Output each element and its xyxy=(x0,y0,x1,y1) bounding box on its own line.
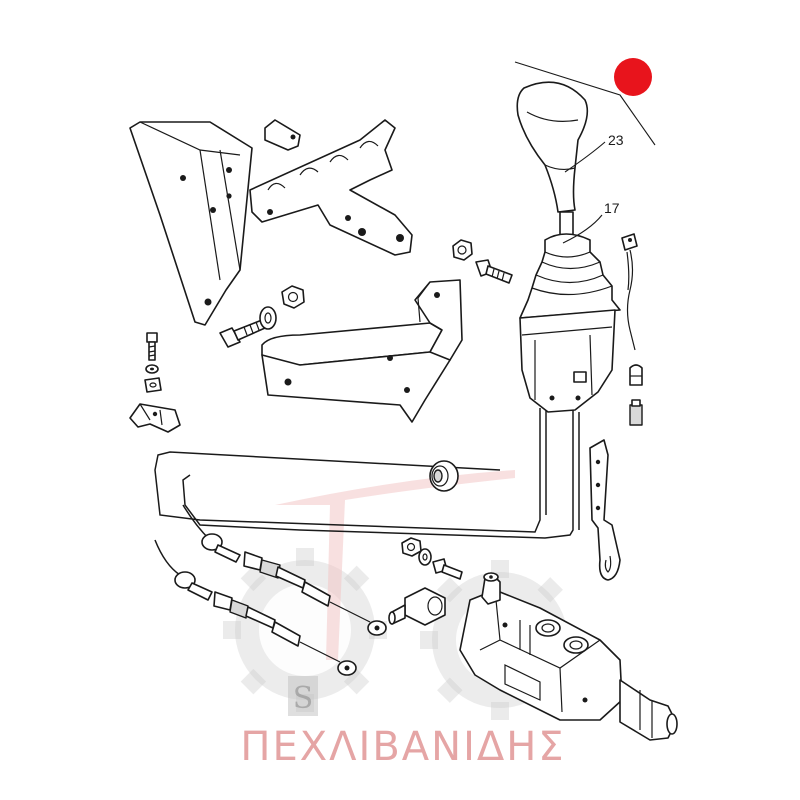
locking-plate xyxy=(589,439,621,581)
tall-triangular-bracket xyxy=(129,121,253,326)
bolt-valve xyxy=(432,558,463,580)
bulb-socket-base xyxy=(629,399,643,426)
hydraulic-valve-block xyxy=(459,572,678,741)
swivel-fitting xyxy=(388,587,446,626)
watermark-logo-glyph: S xyxy=(293,681,314,716)
callout-17: 17 xyxy=(562,200,620,244)
nut-small-left xyxy=(144,377,162,393)
housing-cable-right xyxy=(182,410,574,539)
washer-small-left xyxy=(145,364,159,374)
bolt-left xyxy=(219,319,266,348)
hex-nut-valve xyxy=(401,537,422,557)
housing-cable-left xyxy=(154,408,541,533)
callout-23-label: 23 xyxy=(608,132,624,148)
rubber-boot xyxy=(519,233,621,319)
support-bracket xyxy=(261,279,463,423)
callout-17-label: 17 xyxy=(604,200,620,216)
washer-left xyxy=(259,306,277,330)
screw-small-left xyxy=(146,332,158,361)
corner-reference-line xyxy=(514,61,656,146)
hex-nut-left xyxy=(281,285,305,309)
rubber-grommet xyxy=(429,460,459,492)
callout-23: 23 xyxy=(564,132,624,173)
watermark-t-mark xyxy=(275,470,515,660)
control-housing xyxy=(519,309,616,413)
hex-nut-upper xyxy=(452,239,473,261)
cable-end-upper xyxy=(182,504,387,636)
watermark-logo-emblem xyxy=(288,676,318,716)
wire-connector xyxy=(621,233,638,351)
red-indicator-dot xyxy=(614,58,652,96)
cable-guide-bracket xyxy=(249,119,413,256)
cable-clamp xyxy=(129,403,181,433)
bolt-upper xyxy=(475,259,513,284)
gear-lever-knob xyxy=(516,81,589,213)
washer-valve xyxy=(418,548,432,566)
watermark-text: ΠΕΧΛΙΒΑΝΙΔΗΣ xyxy=(240,724,565,770)
bulb-socket xyxy=(629,364,643,386)
cable-end-lower xyxy=(154,539,357,676)
